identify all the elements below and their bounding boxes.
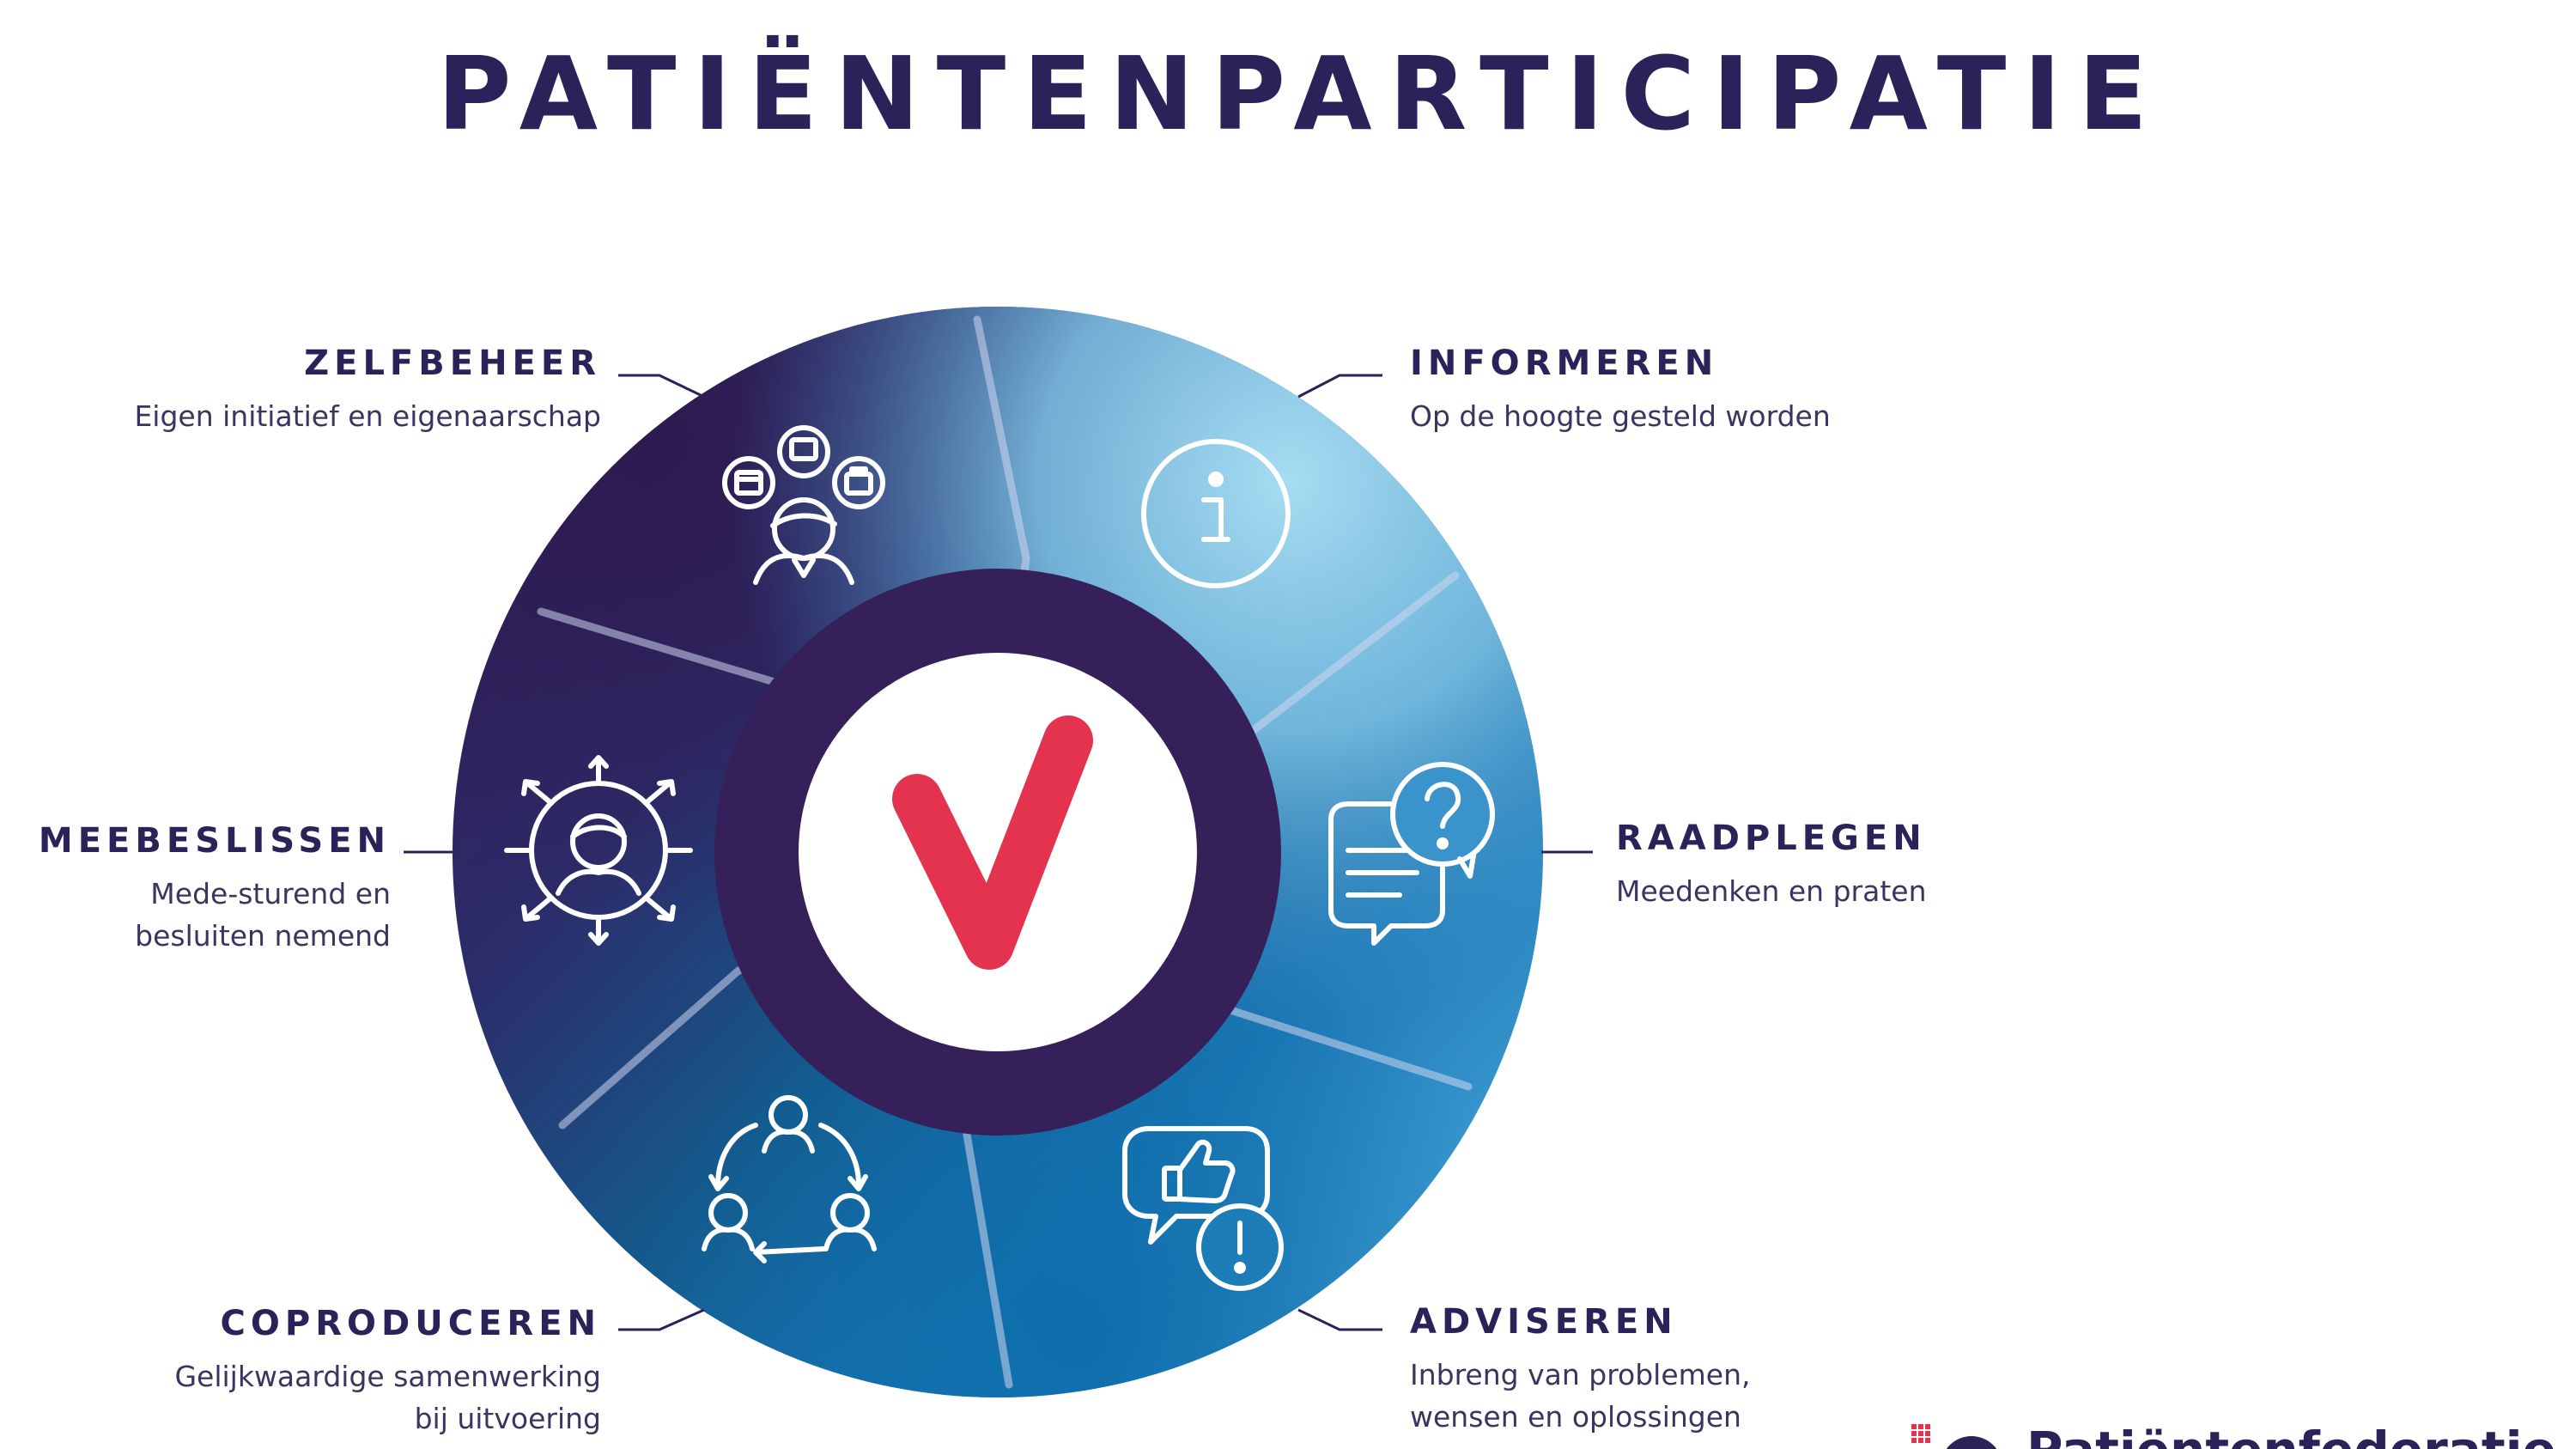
label-adviseren: ADVISEREN Inbreng van problemen, wensen … [1410,1302,1751,1438]
zelfbeheer-description: Eigen initiatief en eigenaarschap [134,399,601,433]
page-title: PATIËNTENPARTICIPATIE [437,34,2165,153]
thumbs-up-alert-icon [1122,1126,1284,1291]
meebeslissen-description-line-1: Mede-sturend en [150,877,391,910]
leader-lines [404,374,1593,1331]
meebeslissen-description-line-2: besluiten nemend [135,919,391,953]
meebeslissen-title: MEEBESLISSEN [38,821,391,861]
checkmark-icon [892,715,1093,970]
adviseren-description-line-2: wensen en oplossingen [1410,1400,1741,1434]
raadplegen-description: Meedenken en praten [1616,874,1927,908]
patientenfederatie-logo: Patiëntenfederatie [1898,1416,2576,1449]
decision-icon [504,755,693,946]
label-zelfbeheer: ZELFBEHEER Eigen initiatief en eigenaars… [134,344,601,437]
center-disc [799,653,1197,1051]
label-informeren: INFORMEREN Op de hoogte gesteld worden [1410,344,1831,437]
label-raadplegen: RAADPLEGEN Meedenken en praten [1616,819,1927,912]
info-icon [1141,439,1291,588]
cycle-people-icon [702,1095,877,1263]
coproduceren-description-line-1: Gelijkwaardige samenwerking [174,1360,601,1393]
coproduceren-description-line-2: bij uitvoering [414,1402,601,1435]
logo-text: Patiëntenfederatie [2026,1416,2556,1449]
label-coproduceren: COPRODUCEREN Gelijkwaardige samenwerking… [174,1304,601,1440]
informeren-description: Op de hoogte gesteld worden [1410,399,1831,433]
label-meebeslissen: MEEBESLISSEN Mede-sturend en besluiten n… [39,821,391,957]
self-management-icon [722,425,885,585]
adviseren-description-line-1: Inbreng van problemen, [1410,1358,1751,1391]
adviseren-title: ADVISEREN [1410,1302,1678,1342]
question-chat-icon [1328,762,1495,946]
raadplegen-title: RAADPLEGEN [1616,819,1927,858]
informeren-title: INFORMEREN [1410,344,1719,383]
logo-mark-icon [1911,1424,1997,1449]
coproduceren-title: COPRODUCEREN [220,1304,601,1343]
zelfbeheer-title: ZELFBEHEER [304,344,601,383]
